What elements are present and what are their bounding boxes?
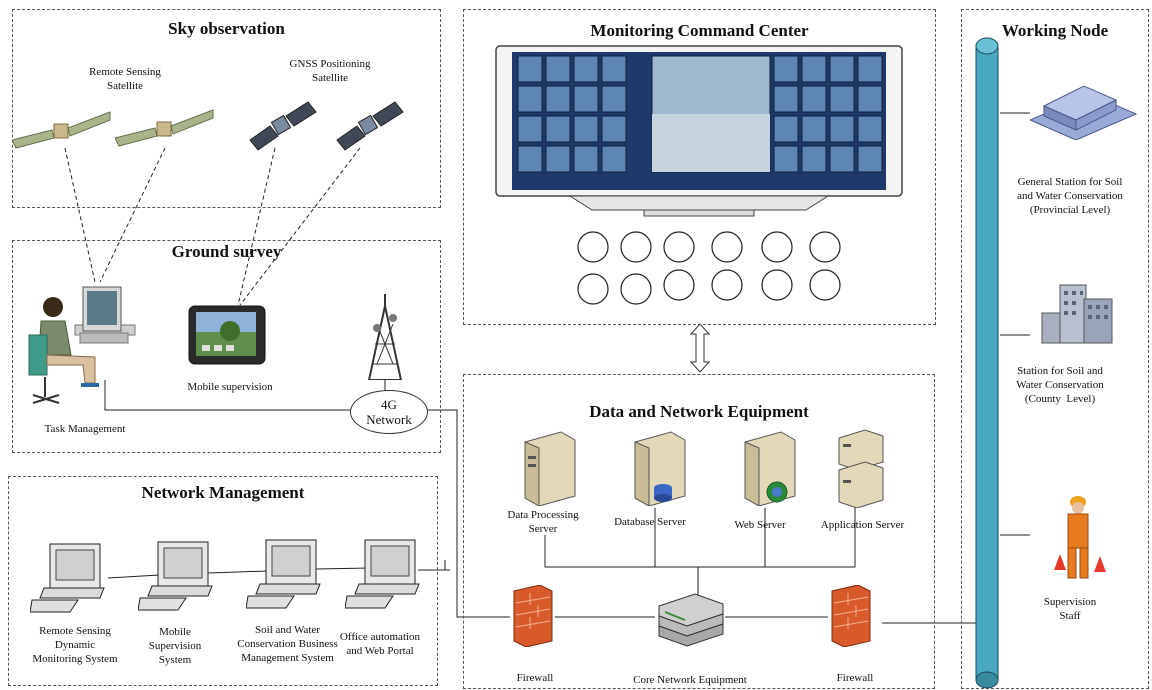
firewall-icon bbox=[513, 585, 553, 647]
gnss-satellite-label: GNSS Positioning Satellite bbox=[289, 58, 371, 84]
mobile-supervision-label: Mobile supervision bbox=[187, 381, 273, 393]
computer-icon bbox=[345, 539, 420, 609]
ground-survey-panel: Ground survey bbox=[12, 240, 441, 453]
network-management-title: Network Management bbox=[141, 483, 305, 502]
firewall-icon bbox=[831, 585, 871, 647]
system-label: Remote Sensing Dynamic Monitoring System bbox=[32, 625, 118, 665]
server-label: Web Server bbox=[734, 519, 786, 531]
4g-network-label: 4G Network bbox=[366, 397, 412, 427]
video-wall-display bbox=[495, 45, 903, 217]
4g-network-node: 4G Network bbox=[350, 390, 428, 434]
application-server-icon bbox=[838, 429, 884, 508]
gnss-satellite-icon bbox=[249, 101, 317, 151]
system-label: Office automation and Web Portal bbox=[339, 631, 421, 657]
working-node-title: Working Node bbox=[1001, 21, 1109, 40]
server-label: Data Processing Server bbox=[507, 509, 579, 535]
command-center-title: Monitoring Command Center bbox=[590, 21, 809, 40]
ground-survey-title: Ground survey bbox=[171, 242, 282, 261]
system-label: Mobile Supervision System bbox=[148, 626, 202, 666]
remote-sensing-satellite-icon bbox=[12, 111, 111, 149]
government-building-icon bbox=[1030, 85, 1138, 140]
firewall-right-label: Firewall bbox=[836, 672, 874, 684]
database-server-icon bbox=[634, 431, 686, 506]
remote-sensing-satellite-label: Remote Sensing Satellite bbox=[89, 66, 161, 92]
computer-icon bbox=[30, 543, 105, 613]
core-network-switch-icon bbox=[658, 593, 724, 647]
sky-observation-title: Sky observation bbox=[168, 19, 285, 38]
firewall-left-label: Firewall bbox=[516, 672, 554, 684]
gnss-satellite-icon bbox=[336, 101, 404, 151]
computer-icon bbox=[246, 539, 321, 609]
core-network-label: Core Network Equipment bbox=[633, 674, 747, 686]
sky-observation-panel: Sky observation bbox=[12, 9, 441, 208]
network-management-panel: Network Management bbox=[8, 476, 438, 686]
data-processing-server-icon bbox=[524, 431, 576, 506]
data-network-equipment-title: Data and Network Equipment bbox=[589, 402, 809, 421]
working-node-label: Station for Soil and Water Conservation … bbox=[1016, 365, 1104, 405]
county-station-building-icon bbox=[1041, 284, 1113, 344]
working-node-label: Supervision Staff bbox=[1043, 596, 1097, 622]
remote-sensing-satellite-icon bbox=[115, 109, 214, 147]
supervision-staff-icon bbox=[1054, 496, 1106, 579]
system-label: Soil and Water Conservation Business Man… bbox=[237, 624, 338, 664]
cell-tower-icon bbox=[367, 294, 403, 380]
command-center-panel: Monitoring Command Center bbox=[463, 9, 936, 325]
server-label: Application Server bbox=[820, 519, 905, 531]
computer-icon bbox=[138, 541, 213, 611]
network-backbone-pipe bbox=[975, 37, 999, 689]
task-management-workstation-icon bbox=[28, 286, 136, 404]
monitoring-workstations bbox=[577, 231, 841, 305]
task-management-label: Task Management bbox=[44, 423, 126, 435]
mobile-tablet-icon bbox=[188, 305, 266, 365]
web-server-icon bbox=[744, 431, 796, 506]
working-node-label: General Station for Soil and Water Conse… bbox=[1017, 176, 1123, 216]
server-label: Database Server bbox=[614, 516, 686, 528]
